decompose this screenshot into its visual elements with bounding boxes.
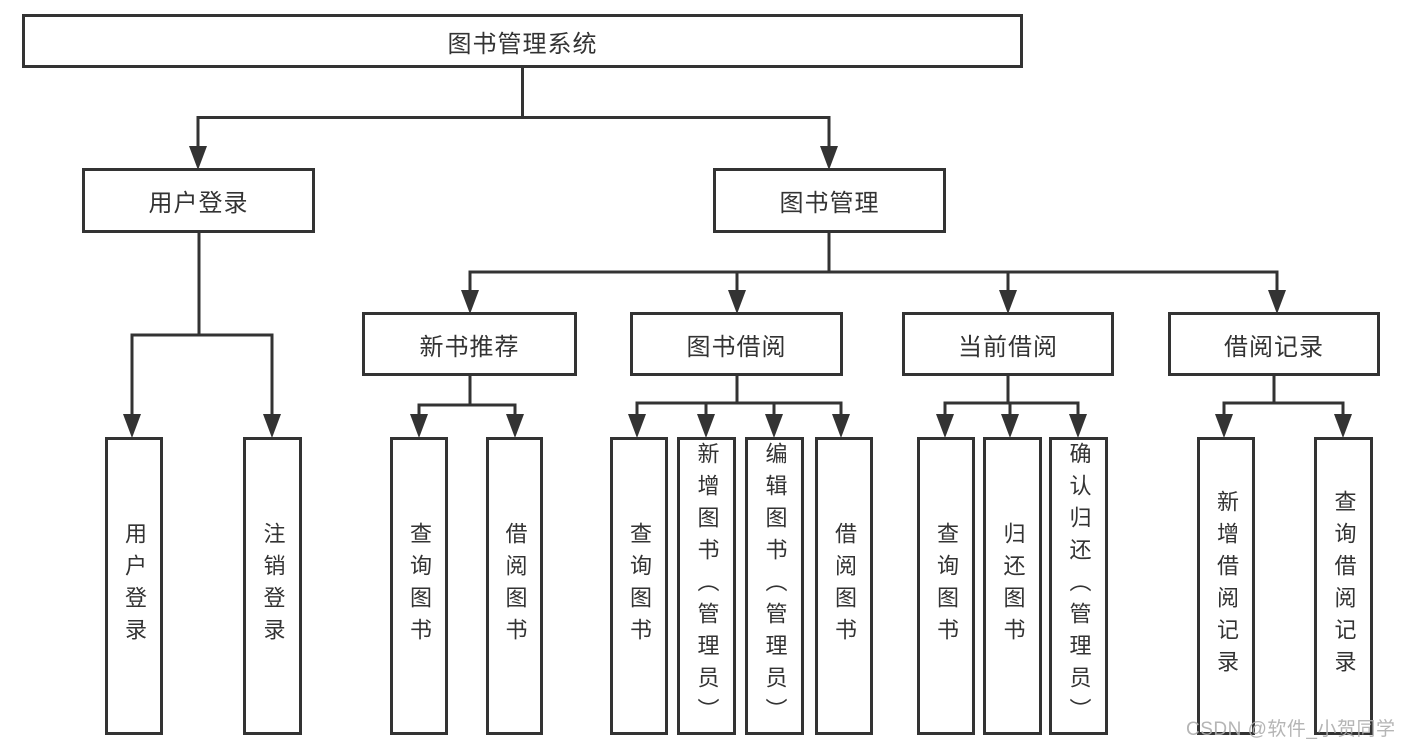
- node-label: 归还图书: [1000, 522, 1026, 650]
- node-bb-borrow-books: 借阅图书: [815, 437, 873, 735]
- node-label: 新增借阅记录: [1214, 490, 1239, 682]
- node-cb-confirm-return-admin: 确认归还（管理员）: [1049, 437, 1108, 735]
- node-cb-return-books: 归还图书: [983, 437, 1042, 735]
- node-bb-query-books: 查询图书: [610, 437, 668, 735]
- node-book-borrow: 图书借阅: [630, 312, 843, 376]
- node-label: 当前借阅: [958, 333, 1058, 361]
- node-logout: 注销登录: [243, 437, 302, 735]
- node-label: 查询借阅记录: [1331, 490, 1357, 682]
- node-new-book-recommend: 新书推荐: [362, 312, 577, 376]
- node-label: 借阅图书: [832, 522, 857, 650]
- node-label: 用户登录: [148, 190, 249, 217]
- node-nb-borrow-books: 借阅图书: [486, 437, 543, 735]
- node-label: 图书管理: [779, 190, 880, 217]
- node-label: 查询图书: [934, 522, 959, 650]
- node-user-login: 用户登录: [82, 168, 315, 233]
- node-label: 用户登录: [122, 522, 147, 650]
- node-bb-edit-books-admin: 编辑图书（管理员）: [745, 437, 804, 735]
- node-root: 图书管理系统: [22, 14, 1023, 68]
- node-label: 新书推荐: [419, 333, 520, 361]
- node-label: 注销登录: [260, 522, 286, 650]
- node-user-login-leaf: 用户登录: [105, 437, 163, 735]
- node-label: 新增图书（管理员）: [694, 442, 720, 730]
- node-br-add-record: 新增借阅记录: [1197, 437, 1255, 735]
- node-bb-add-books-admin: 新增图书（管理员）: [677, 437, 736, 735]
- node-label: 图书管理系统: [447, 30, 598, 58]
- node-book-management: 图书管理: [713, 168, 946, 233]
- node-label: 编辑图书（管理员）: [762, 442, 788, 730]
- node-cb-query-books: 查询图书: [917, 437, 975, 735]
- node-label: 查询图书: [627, 522, 652, 650]
- node-label: 图书借阅: [686, 333, 787, 361]
- node-label: 借阅图书: [502, 522, 528, 650]
- watermark: CSDN @软件_小贺同学: [1186, 719, 1396, 740]
- node-label: 确认归还（管理员）: [1066, 442, 1092, 730]
- node-nb-query-books: 查询图书: [390, 437, 448, 735]
- node-label: 查询图书: [407, 522, 432, 650]
- node-borrow-records: 借阅记录: [1168, 312, 1380, 376]
- node-current-borrow: 当前借阅: [902, 312, 1114, 376]
- node-br-query-record: 查询借阅记录: [1314, 437, 1373, 735]
- node-label: 借阅记录: [1224, 333, 1324, 361]
